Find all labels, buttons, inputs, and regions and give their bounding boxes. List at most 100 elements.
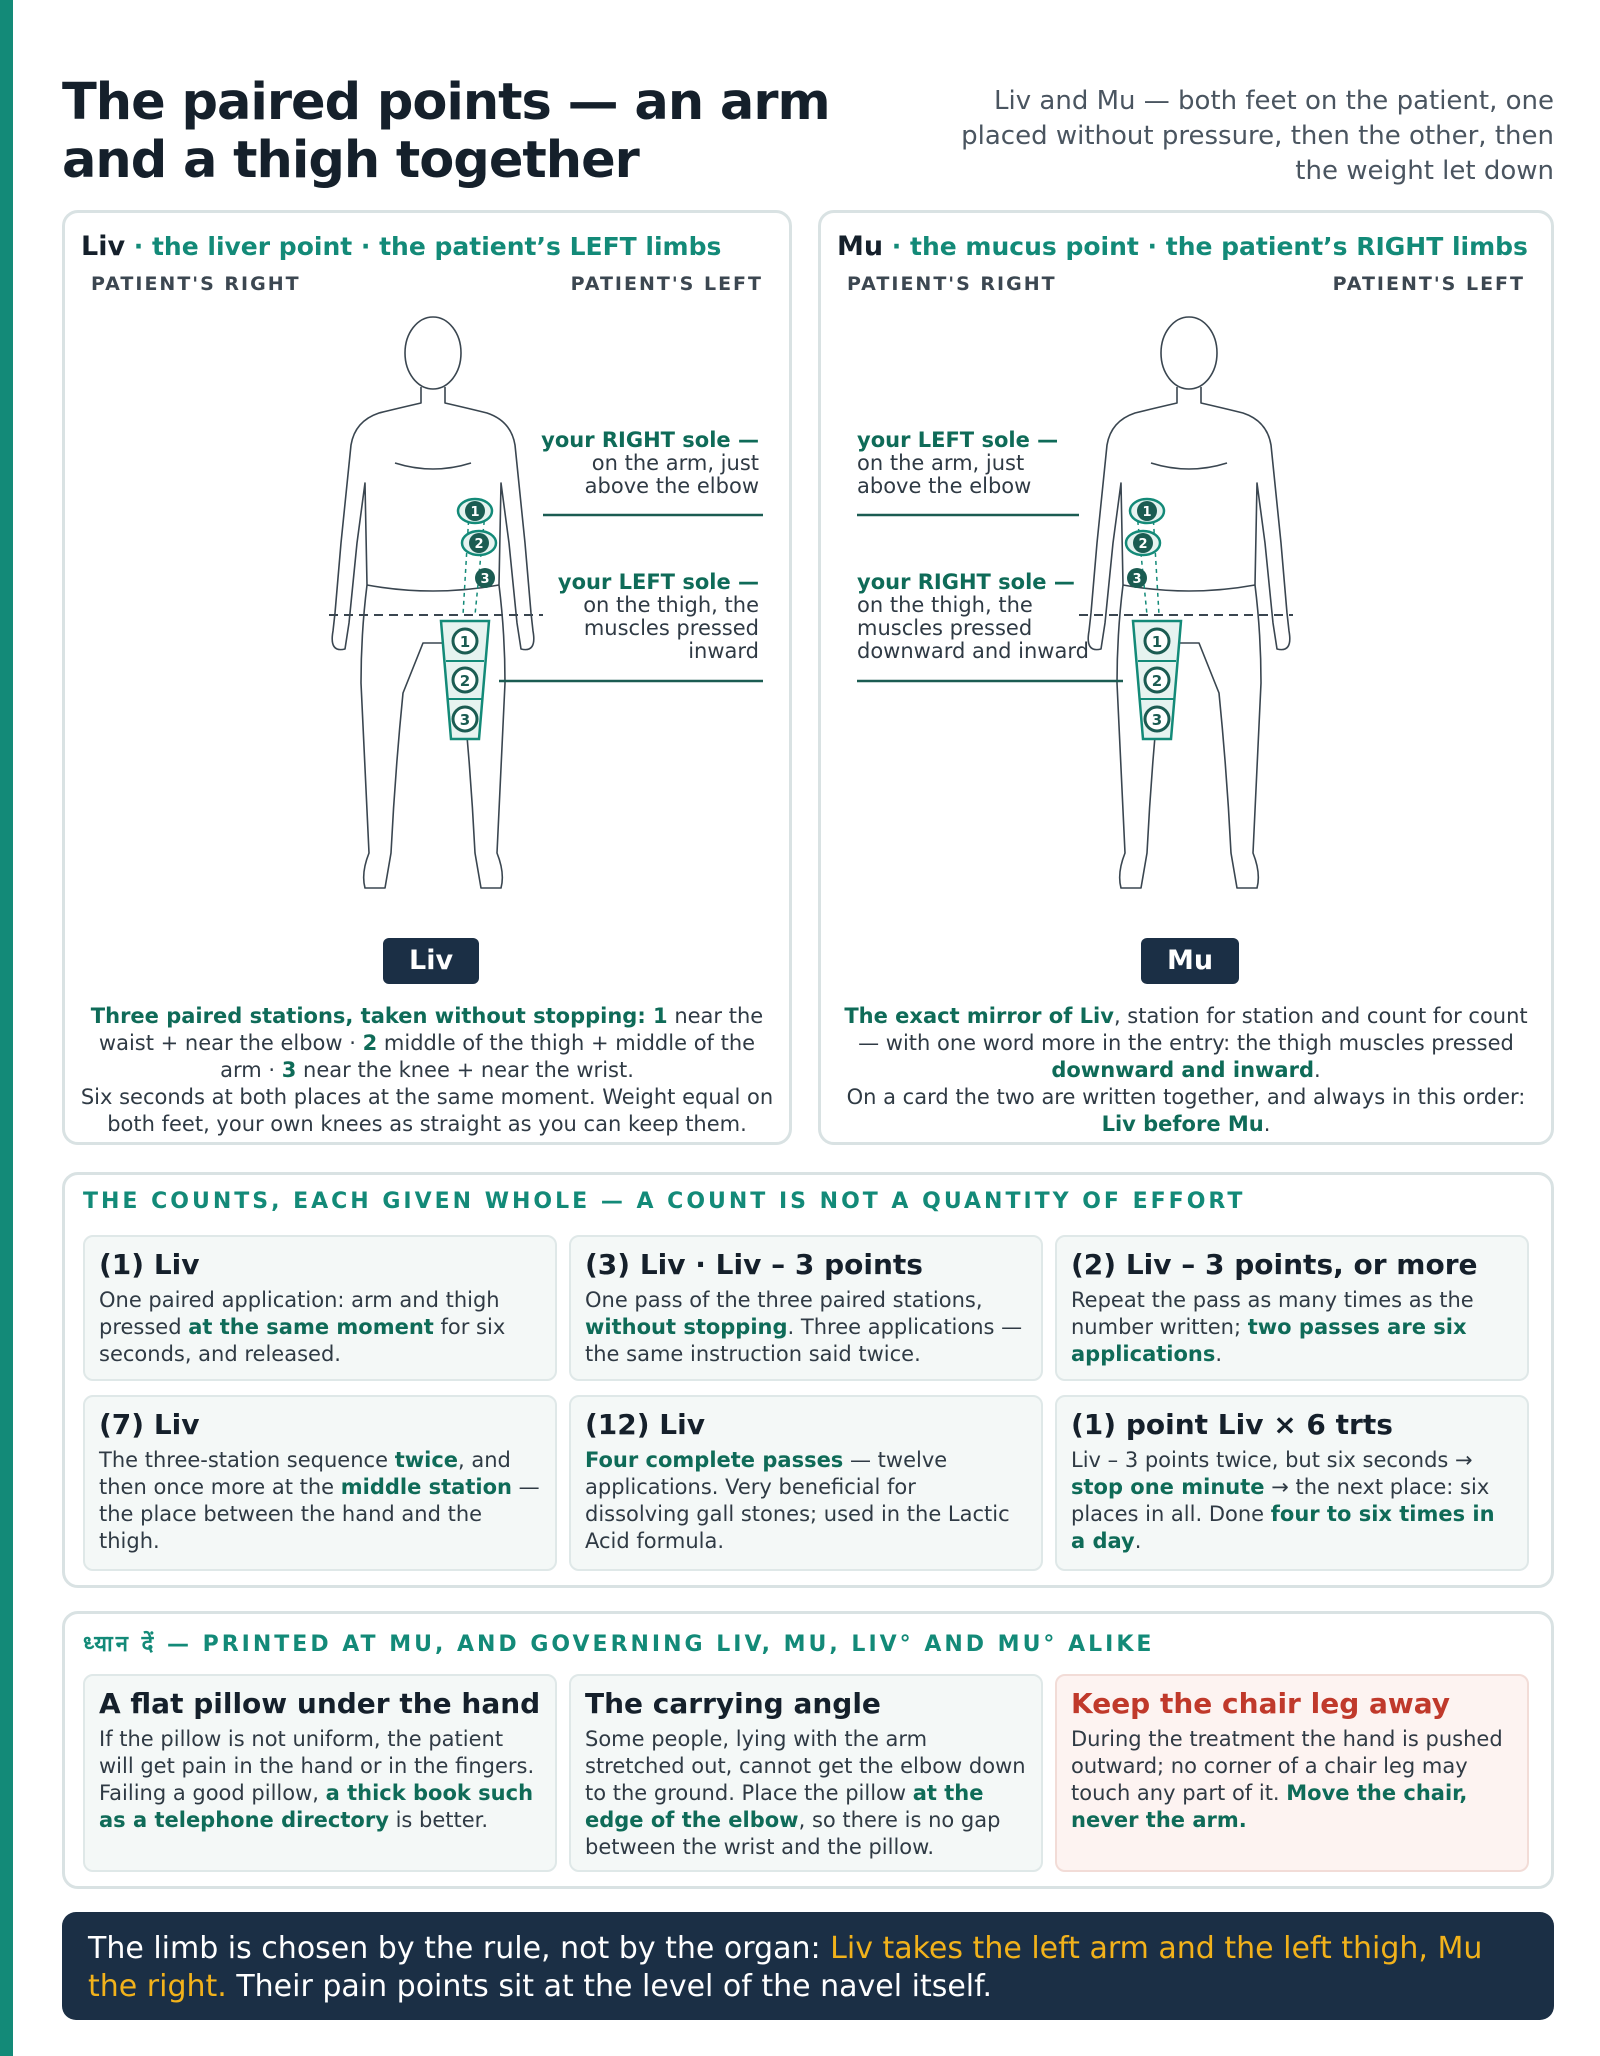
- mu-text-3: On a card the two are written together, …: [846, 1085, 1526, 1109]
- count-card: (1) point Liv × 6 trts Liv – 3 points tw…: [1055, 1395, 1529, 1571]
- mu-description: · the mucus point · the patient’s RIGHT …: [883, 232, 1528, 261]
- liv-description-text: Three paired stations, taken without sto…: [79, 1003, 775, 1138]
- notes-heading-text: — PRINTED AT MU, AND GOVERNING LIV, MU, …: [156, 1632, 1155, 1657]
- mu-patient-left-label: PATIENT'S LEFT: [1332, 273, 1525, 295]
- liv-body-figure: 1 2 3 1 2 3: [329, 316, 763, 889]
- liv-thigh-station-3-label: 3: [460, 711, 470, 729]
- note-card-text: If the pillow is not uniform, the patien…: [99, 1727, 535, 1832]
- note-card: The carrying angle Some people, lying wi…: [569, 1674, 1043, 1872]
- mu-thigh-station-1: [1143, 627, 1171, 655]
- mu-body-figure: 1 2 3 1 2 3: [857, 316, 1293, 889]
- mu-arm-callout-line2: above the elbow: [857, 474, 1032, 498]
- mu-arm-station-2-label: 2: [1138, 537, 1147, 552]
- liv-panel-heading: Liv · the liver point · the patient’s LE…: [81, 231, 721, 262]
- mu-text-bold-3: Liv before Mu: [1101, 1112, 1264, 1136]
- note-card-text: Some people, lying with the arm stretche…: [585, 1727, 1026, 1859]
- note-card: A flat pillow under the hand If the pill…: [83, 1674, 557, 1872]
- liv-arm-station-1: [465, 501, 485, 521]
- liv-thigh-station-2: [451, 666, 479, 694]
- page-title: The paired points — an arm and a thigh t…: [62, 73, 831, 190]
- warning-card: Keep the chair leg away During the treat…: [1055, 1674, 1529, 1872]
- note-card-title: A flat pillow under the hand: [99, 1687, 541, 1720]
- mu-text-4: .: [1263, 1112, 1271, 1136]
- liv-thigh-callout-line3: inward: [688, 639, 759, 663]
- count-card-title: (12) Liv: [585, 1408, 705, 1441]
- warning-card-text: During the treatment the hand is pushed …: [1071, 1727, 1503, 1832]
- mu-thigh-station-1-label: 1: [1152, 633, 1162, 651]
- notes-section: ध्यान दें — PRINTED AT MU, AND GOVERNING…: [62, 1611, 1554, 1889]
- count-card-text: The three-station sequence twice, and th…: [99, 1448, 540, 1553]
- liv-text-bold-2: 2: [362, 1031, 378, 1055]
- mu-text-1: , station for station and count for coun…: [858, 1004, 1528, 1055]
- station-markers: 1 2 3 1 2 3: [1127, 501, 1171, 733]
- liv-arm-callout-line2: above the elbow: [584, 474, 759, 498]
- count-card-title: (1) Liv: [99, 1248, 200, 1281]
- count-card-text: Liv – 3 points twice, but six seconds → …: [1071, 1448, 1495, 1553]
- liv-text-2: middle of the thigh + middle of the arm …: [220, 1031, 756, 1082]
- page-subtitle: Liv and Mu — both feet on the patient, o…: [961, 86, 1554, 186]
- liv-description: · the liver point · the patient’s LEFT l…: [125, 232, 722, 261]
- liv-text-3: near the knee + near the wrist.: [296, 1058, 634, 1082]
- count-card-title: (7) Liv: [99, 1408, 200, 1441]
- banner-text-2: Their pain points sit at the level of th…: [226, 1969, 993, 2004]
- liv-arm-callout: your RIGHT sole — on the arm, just above…: [499, 429, 759, 498]
- mu-thigh-station-2-label: 2: [1152, 672, 1162, 690]
- note-card-title: The carrying angle: [585, 1687, 881, 1720]
- mu-patient-right-label: PATIENT'S RIGHT: [847, 273, 1057, 295]
- station-markers: 1 2 3 1 2 3: [451, 501, 495, 733]
- count-card: (12) Liv Four complete passes — twelve a…: [569, 1395, 1043, 1571]
- count-card-title: (3) Liv · Liv – 3 points: [585, 1248, 923, 1281]
- mu-thigh-callout: your RIGHT sole — on the thigh, the musc…: [857, 571, 1137, 663]
- summary-banner: The limb is chosen by the rule, not by t…: [62, 1912, 1554, 2020]
- liv-key: Liv: [81, 231, 126, 262]
- mu-description-text: The exact mirror of Liv, station for sta…: [835, 1003, 1537, 1138]
- liv-arm-station-2: [469, 533, 489, 553]
- mu-thigh-callout-head: your RIGHT sole —: [857, 570, 1075, 594]
- banner-text-1: The limb is chosen by the rule, not by t…: [88, 1931, 831, 1966]
- warning-card-title: Keep the chair leg away: [1071, 1687, 1451, 1720]
- count-card: (2) Liv – 3 points, or more Repeat the p…: [1055, 1235, 1529, 1381]
- accent-bar: [0, 0, 13, 2056]
- liv-arm-station-1-label: 1: [470, 505, 479, 520]
- liv-thigh-callout: your LEFT sole — on the thigh, the muscl…: [499, 571, 759, 663]
- liv-thigh-station-1: [451, 627, 479, 655]
- arm-thigh-link-line: [462, 512, 470, 616]
- liv-text-1: near the waist + near the elbow ·: [98, 1004, 764, 1055]
- count-card-text: One pass of the three paired stations, w…: [585, 1288, 1023, 1366]
- arm-thigh-link-line: [1152, 512, 1160, 616]
- liv-arm-station-2-label: 2: [474, 537, 483, 552]
- liv-thigh-station-1-label: 1: [460, 633, 470, 651]
- mu-key: Mu: [837, 231, 884, 262]
- liv-patient-left-label: PATIENT'S LEFT: [570, 273, 763, 295]
- count-card: (1) Liv One paired application: arm and …: [83, 1235, 557, 1381]
- liv-thigh-callout-line2: muscles pressed: [583, 616, 759, 640]
- mu-arm-station-3: [1127, 568, 1147, 588]
- mu-badge: Mu: [1141, 938, 1240, 984]
- count-card: (7) Liv The three-station sequence twice…: [83, 1395, 557, 1571]
- mu-thigh-station-2: [1143, 666, 1171, 694]
- mu-thigh-station-3: [1143, 705, 1171, 733]
- liv-arm-station-3-label: 3: [480, 572, 489, 587]
- count-card-text: One paired application: arm and thigh pr…: [99, 1288, 506, 1366]
- mu-thigh-callout-line2: muscles pressed: [857, 616, 1033, 640]
- liv-thigh-callout-head: your LEFT sole —: [557, 570, 759, 594]
- liv-patient-right-label: PATIENT'S RIGHT: [91, 273, 301, 295]
- counts-heading: THE COUNTS, EACH GIVEN WHOLE — A COUNT I…: [83, 1189, 1246, 1214]
- mu-arm-station-1: [1137, 501, 1157, 521]
- count-card: (3) Liv · Liv – 3 points One pass of the…: [569, 1235, 1043, 1381]
- mu-text-bold-1: The exact mirror of Liv: [844, 1004, 1114, 1028]
- mu-panel: Mu · the mucus point · the patient’s RIG…: [818, 210, 1554, 1145]
- mu-arm-callout-head: your LEFT sole —: [857, 428, 1059, 452]
- notes-heading: ध्यान दें — PRINTED AT MU, AND GOVERNING…: [83, 1628, 1154, 1658]
- liv-text-bold-3: 3: [281, 1058, 297, 1082]
- count-card-title: (1) point Liv × 6 trts: [1071, 1408, 1393, 1441]
- mu-text-bold-2: downward and inward: [1051, 1058, 1314, 1082]
- liv-thigh-callout-line1: on the thigh, the: [583, 593, 759, 617]
- banner-highlight: Liv takes the left arm and the left thig…: [88, 1931, 1483, 2004]
- notes-heading-hindi: ध्यान दें: [83, 1632, 157, 1657]
- liv-badge: Liv: [383, 938, 480, 984]
- mu-arm-callout-line1: on the arm, just: [857, 451, 1025, 475]
- liv-text-bold-1: Three paired stations, taken without sto…: [90, 1004, 668, 1028]
- mu-thigh-callout-line3: downward and inward: [857, 639, 1089, 663]
- liv-text-4: Six seconds at both places at the same m…: [80, 1085, 774, 1136]
